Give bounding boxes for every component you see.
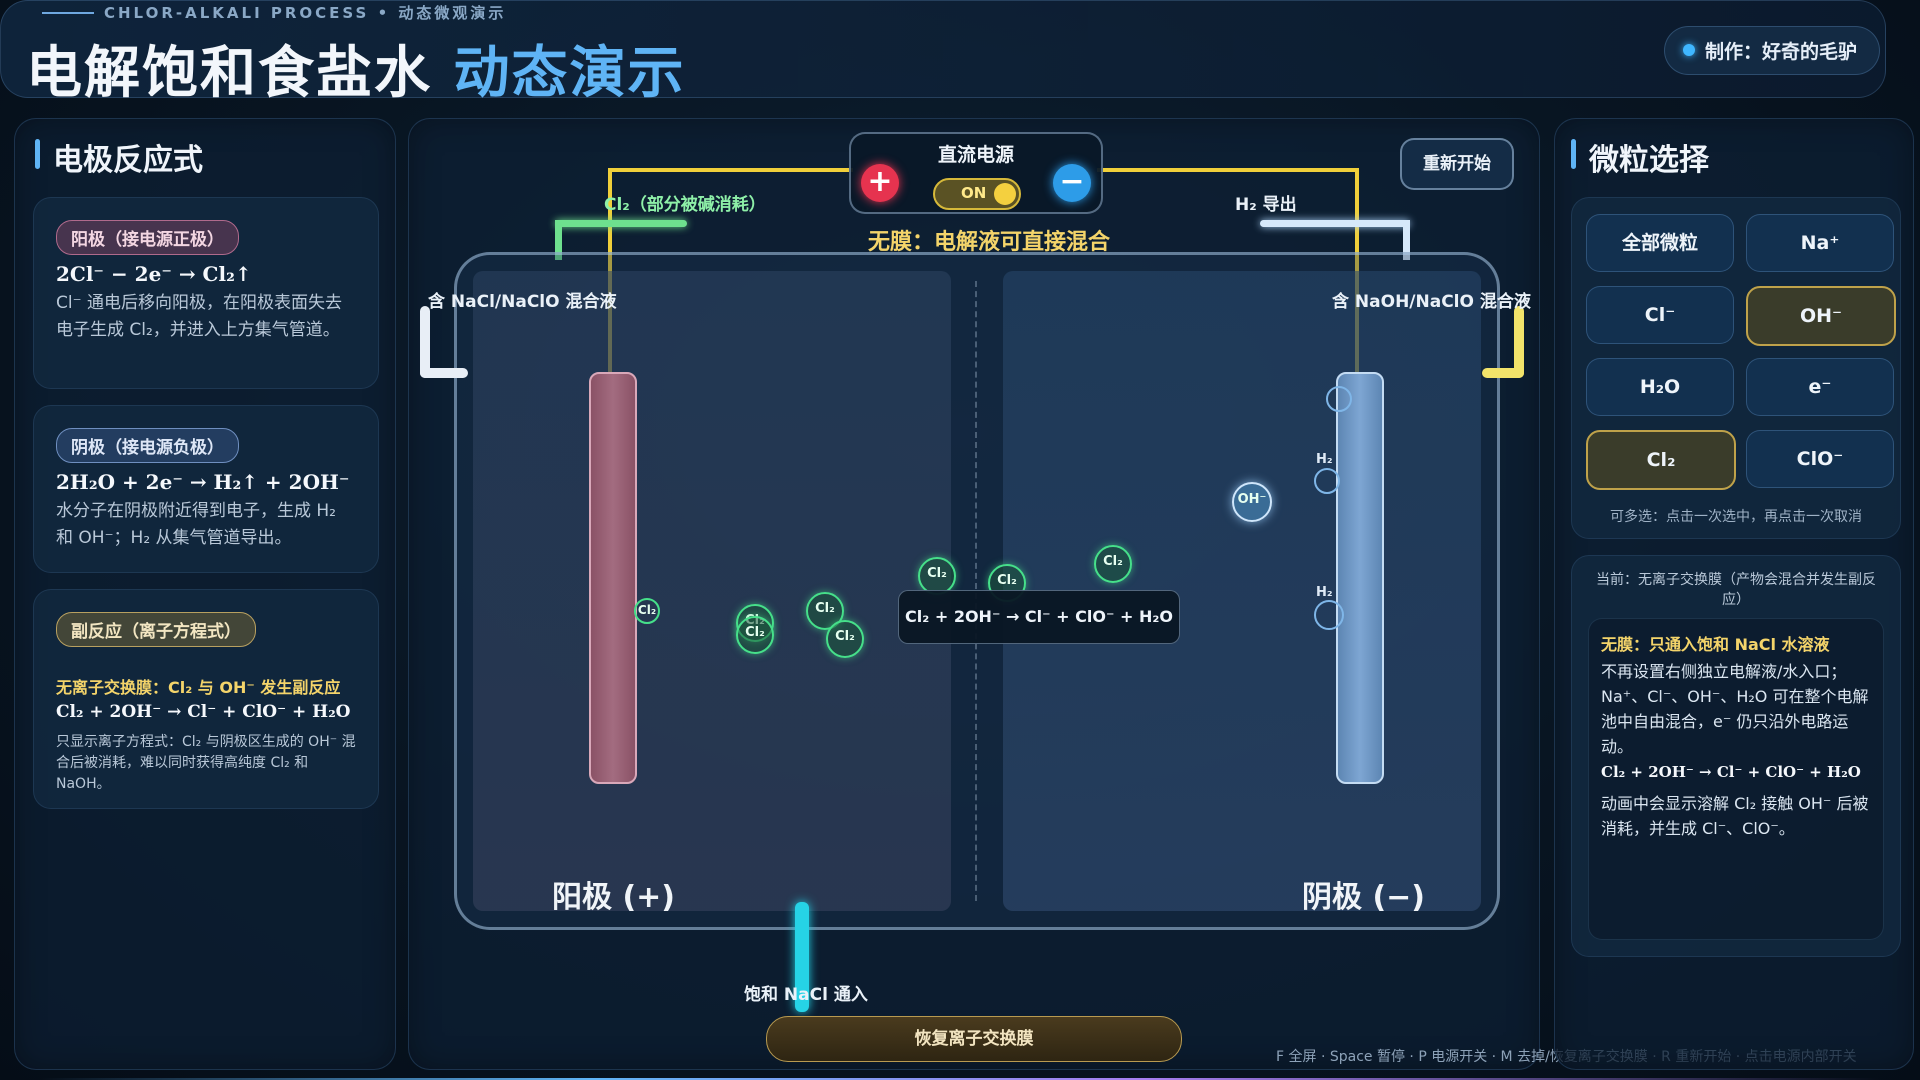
side-reaction-highlight: 无离子交换膜：Cl₂ 与 OH⁻ 发生副反应 [56,678,341,697]
cl2-particle: Cl₂ [826,620,864,658]
particle-filter-button[interactable]: Cl⁻ [1586,286,1734,344]
h2-label: H₂ [1316,452,1333,467]
restart-button[interactable]: 重新开始 [1400,138,1514,190]
particle-filter-button[interactable]: H₂O [1586,358,1734,416]
anode-tag: 阳极（接电源正极） [56,220,239,255]
cl2-particle: Cl₂ [634,598,660,624]
particle-filter-button[interactable]: Cl₂ [1586,430,1736,490]
mode-info-box: 无膜：只通入饱和 NaCl 水溶液 不再设置右侧独立电解液/水入口；Na⁺、Cl… [1588,618,1884,940]
h2-gas-pipe [1260,220,1410,227]
anode-reaction-card: 阳极（接电源正极） 2Cl⁻ − 2e⁻ → Cl₂↑ Cl⁻ 通电后移向阳极，… [33,197,379,389]
header-divider [40,1078,1880,1080]
power-toggle-label: ON [961,184,987,202]
cl2-gas-pipe-riser [555,220,562,260]
h2-bubble [1314,468,1340,494]
right-outlet-pipe [1514,306,1524,378]
cathode-wire-horizontal [1097,168,1359,172]
h2-label: H₂ [1316,585,1333,600]
dc-power-supply: 直流电源 + ON − [849,132,1103,214]
right-outlet-pipe-h [1482,368,1524,378]
no-membrane-note: 无膜：电解液可直接混合 [868,230,1111,255]
particle-filter-button[interactable]: 全部微粒 [1586,214,1734,272]
h2-gas-pipe-riser [1403,220,1410,260]
side-reaction-popup: Cl₂ + 2OH⁻ → Cl⁻ + ClO⁻ + H₂O [898,590,1180,644]
anode-label: 阳极 (+) [552,880,676,915]
anode-electrode [589,372,637,784]
cl2-gas-pipe [555,220,687,227]
particle-filter-button[interactable]: e⁻ [1746,358,1894,416]
nacl-inlet-pipe [795,902,809,1012]
anode-equation: 2Cl⁻ − 2e⁻ → Cl₂↑ [56,262,252,286]
status-dot-icon [1682,44,1695,56]
mode-info-tail: 动画中会显示溶解 Cl₂ 接触 OH⁻ 后被消耗，并生成 Cl⁻、ClO⁻。 [1601,794,1869,838]
left-panel-title: 电极反应式 [35,135,203,179]
left-outlet-pipe [420,306,430,378]
particle-filter-button[interactable]: ClO⁻ [1746,430,1894,488]
cathode-label: 阴极 (−) [1302,880,1426,915]
cathode-equation: 2H₂O + 2e⁻ → H₂↑ + 2OH⁻ [56,470,350,494]
anode-wire-horizontal [608,168,853,172]
anode-description: Cl⁻ 通电后移向阳极，在阳极表面失去电子生成 Cl₂，并进入上方集气管道。 [56,293,342,340]
cathode-tag: 阴极（接电源负极） [56,428,239,463]
h2-pipe-label: H₂ 导出 [1235,195,1297,215]
power-toggle[interactable]: ON [933,178,1021,210]
positive-terminal-icon: + [861,164,899,202]
particle-filter-button[interactable]: Na⁺ [1746,214,1894,272]
right-outlet-label: 含 NaOH/NaClO 混合液 [1332,292,1531,312]
cl2-pipe-label: Cl₂（部分被碱消耗） [604,195,766,215]
cathode-description: 水分子在阴极附近得到电子，生成 H₂ 和 OH⁻；H₂ 从集气管道导出。 [56,501,337,548]
cathode-electrode [1336,372,1384,784]
anode-chamber [473,271,951,911]
mode-info-body: 不再设置右侧独立电解液/水入口；Na⁺、Cl⁻、OH⁻、H₂O 可在整个电解池中… [1601,662,1869,756]
oh-particle: OH⁻ [1232,482,1272,522]
left-panel: 电极反应式 阳极（接电源正极） 2Cl⁻ − 2e⁻ → Cl₂↑ Cl⁻ 通电… [14,118,396,1070]
left-outlet-label: 含 NaCl/NaClO 混合液 [428,292,617,312]
mode-status: 当前：无离子交换膜（产物会混合并发生副反应） [1596,572,1876,608]
power-title: 直流电源 [937,144,1014,166]
header-kicker: CHLOR-ALKALI PROCESS • 动态微观演示 [42,2,506,23]
cl2-particle: Cl₂ [806,592,844,630]
negative-terminal-icon: − [1053,164,1091,202]
title-main: 电解饱和食盐水 [26,41,432,106]
side-reaction-tag: 副反应（离子方程式） [56,612,256,647]
nacl-inlet-label: 饱和 NaCl 通入 [744,985,868,1005]
kicker-text: CHLOR-ALKALI PROCESS • 动态微观演示 [104,4,507,22]
credit-text: 制作：好奇的毛驴 [1704,41,1857,63]
title-accent: 动态演示 [453,41,686,106]
mode-info-title: 无膜：只通入饱和 NaCl 水溶液 [1601,635,1830,654]
side-reaction-equation: Cl₂ + 2OH⁻ → Cl⁻ + ClO⁻ + H₂O [56,702,351,722]
restore-membrane-button[interactable]: 恢复离子交换膜 [766,1016,1182,1062]
left-outlet-pipe-h [420,368,468,378]
cathode-reaction-card: 阴极（接电源负极） 2H₂O + 2e⁻ → H₂↑ + 2OH⁻ 水分子在阴极… [33,405,379,573]
side-reaction-card: 副反应（离子方程式） 无离子交换膜：Cl₂ 与 OH⁻ 发生副反应 Cl₂ + … [33,589,379,809]
cl2-particle: Cl₂ [1094,545,1132,583]
particle-filter-button[interactable]: OH⁻ [1746,286,1896,346]
page-title: 电解饱和食盐水 动态演示 [26,28,686,109]
credit-badge: 制作：好奇的毛驴 [1663,26,1880,75]
h2-bubble [1314,600,1344,630]
right-panel-title: 微粒选择 [1571,135,1709,179]
side-reaction-description: 只显示离子方程式：Cl₂ 与阴极区生成的 OH⁻ 混合后被消耗，难以同时获得高纯… [56,734,356,792]
power-toggle-knob [994,183,1016,205]
mode-info-card: 当前：无离子交换膜（产物会混合并发生副反应） 无膜：只通入饱和 NaCl 水溶液… [1571,555,1901,957]
picker-hint: 可多选：点击一次选中，再点击一次取消 [1610,509,1862,525]
cl2-particle: Cl₂ [736,616,774,654]
h2-bubble [1326,386,1352,412]
mode-info-equation: Cl₂ + 2OH⁻ → Cl⁻ + ClO⁻ + H₂O [1601,763,1861,781]
